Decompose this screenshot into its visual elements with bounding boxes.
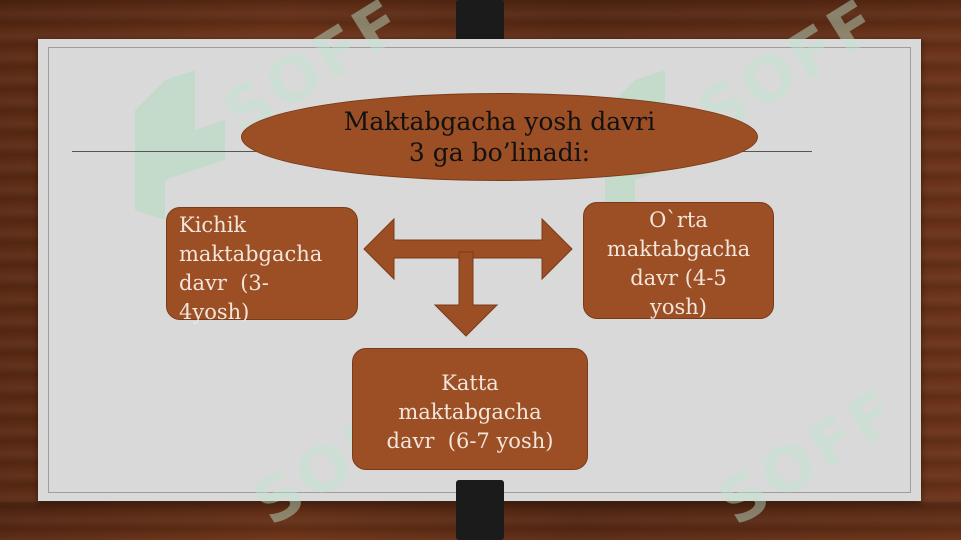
box-line: yosh) [649,295,707,319]
horizontal-double-arrow-icon [363,217,573,281]
binder-clip-bottom [456,480,504,540]
title-ellipse: Maktabgacha yosh davri 3 ga bo’linadi: [241,93,758,181]
title-line-1: Maktabgacha yosh davri [343,107,656,136]
box-kichik: Kichik maktabgacha davr (3- 4yosh) [166,207,358,324]
box-line: 4yosh) [179,300,250,324]
box-line: maktabgacha [179,242,323,266]
box-line: O`rta [649,208,708,232]
box-line: Kichik [179,213,247,237]
box-orta: O`rta maktabgacha davr (4-5 yosh) [583,202,774,319]
box-line: davr (4-5 [630,266,727,290]
box-line: maktabgacha [606,237,751,261]
title-line-2: 3 ga bo’linadi: [408,138,591,167]
box-line: maktabgacha [398,400,542,424]
box-katta: Katta maktabgacha davr (6-7 yosh) [352,348,588,470]
box-line: davr (3- [179,271,269,295]
box-line: Katta [441,371,499,395]
down-arrow-icon [433,251,499,337]
box-line: davr (6-7 yosh) [386,429,554,453]
watermark-logo-icon [135,70,225,220]
